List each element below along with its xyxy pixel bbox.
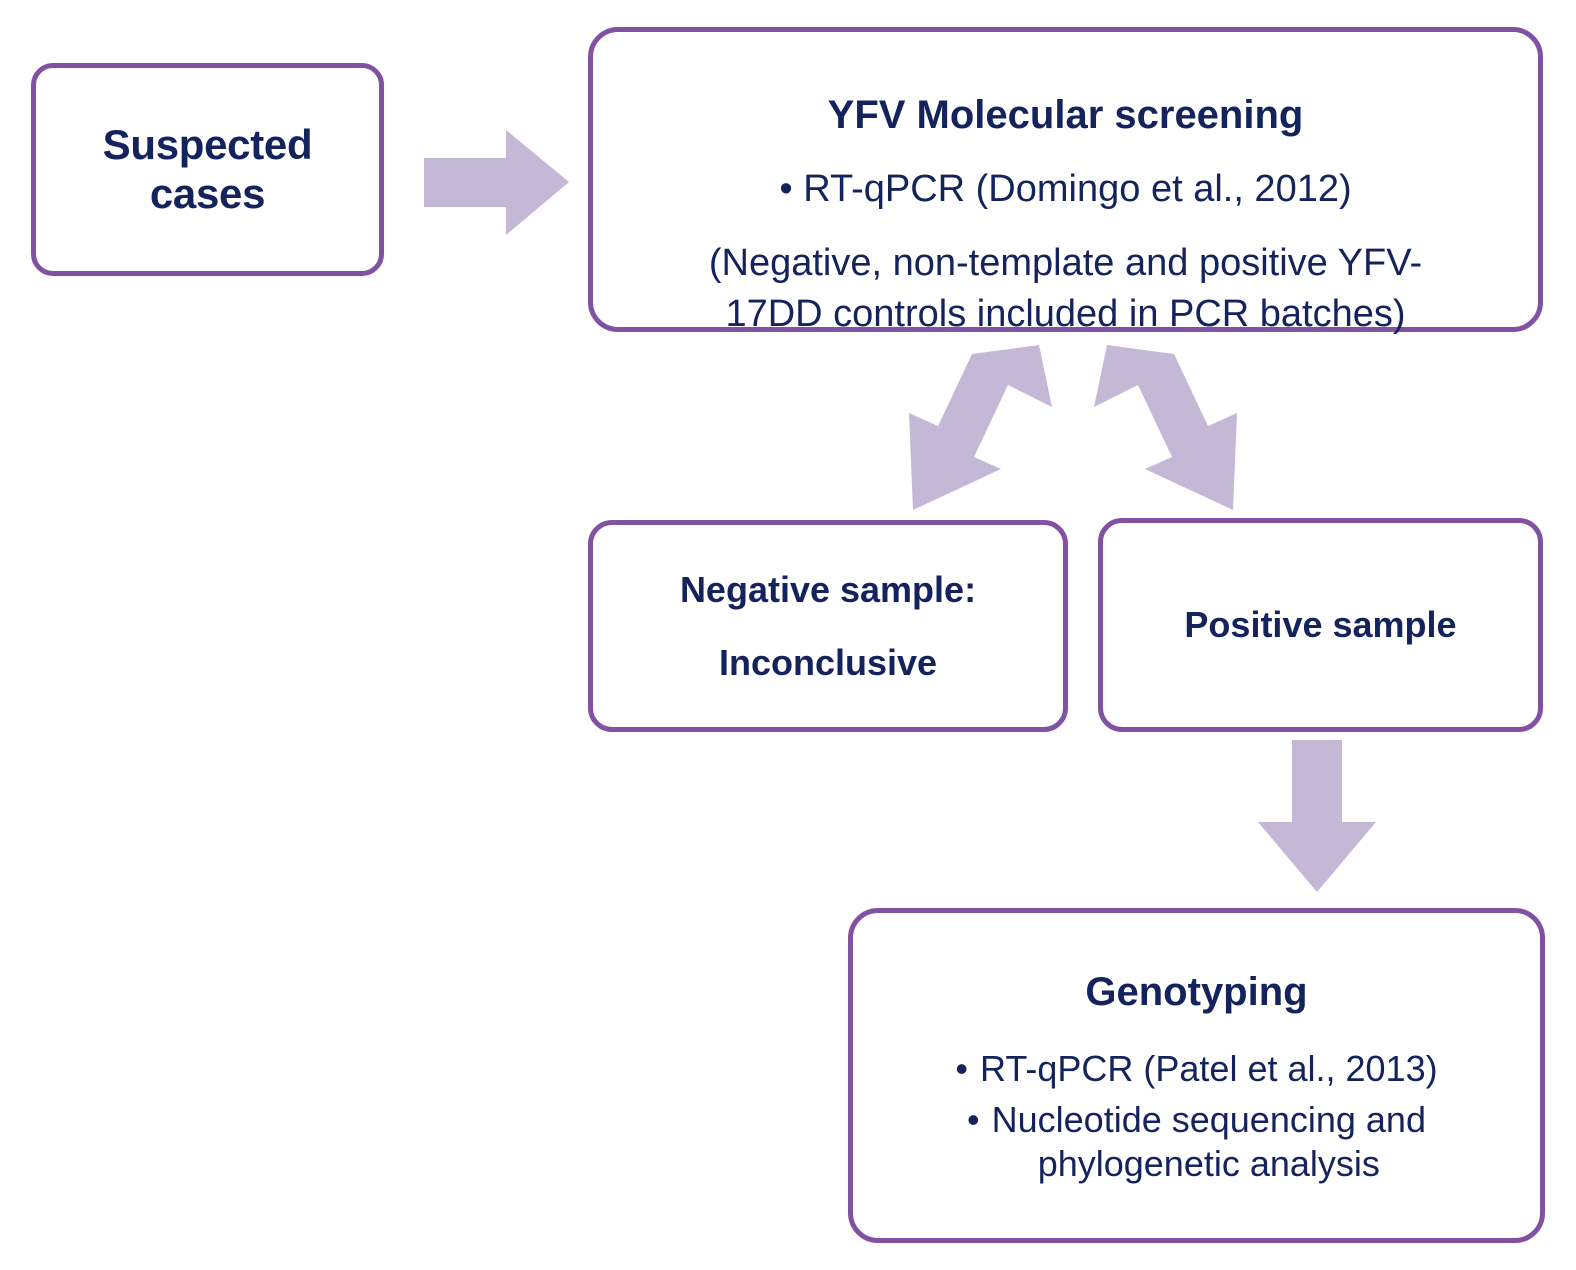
bullet-dot-icon: •: [955, 1048, 969, 1089]
genotyping-title: Genotyping: [1085, 970, 1308, 1014]
screening-controls-note: (Negative, non-template and positive YFV…: [709, 238, 1422, 338]
node-suspected-cases[interactable]: Suspected cases: [31, 63, 384, 276]
screening-controls-note-line-2: 17DD controls included in PCR batches): [725, 292, 1406, 335]
suspected-cases-line-1: Suspected: [102, 121, 313, 169]
node-negative-sample[interactable]: Negative sample: Inconclusive: [588, 520, 1068, 732]
genotyping-bullet-1-text: RT-qPCR (Patel et al., 2013): [980, 1048, 1438, 1089]
genotyping-bullet-2-line-1: Nucleotide sequencing and: [991, 1098, 1426, 1140]
genotyping-bullet-item-1: • RT-qPCR (Patel et al., 2013): [877, 1047, 1516, 1092]
suspected-cases-line-2: cases: [149, 169, 266, 217]
screening-bullet-1: • RT-qPCR (Domingo et al., 2012): [779, 168, 1352, 210]
screening-title: YFV Molecular screening: [827, 93, 1304, 137]
screening-controls-note-line-1: (Negative, non-template and positive YFV…: [708, 242, 1423, 285]
node-positive-sample[interactable]: Positive sample: [1098, 518, 1543, 732]
arrow-down-icon-positive-to-genotyping: [1258, 740, 1376, 892]
positive-sample-label: Positive sample: [1184, 604, 1457, 646]
genotyping-bullet-list: • RT-qPCR (Patel et al., 2013) • Nucleot…: [877, 1041, 1516, 1187]
genotyping-bullet-item-2: • Nucleotide sequencing and phylogenetic…: [877, 1098, 1516, 1187]
genotyping-bullet-2-line-2: phylogenetic analysis: [1037, 1143, 1380, 1185]
node-yfv-molecular-screening[interactable]: YFV Molecular screening • RT-qPCR (Domin…: [588, 27, 1543, 335]
negative-sample-line-2: Inconclusive: [718, 642, 938, 683]
negative-sample-line-1: Negative sample:: [679, 568, 977, 610]
node-genotyping[interactable]: Genotyping • RT-qPCR (Patel et al., 2013…: [848, 908, 1545, 1243]
bullet-dot-icon: •: [967, 1098, 980, 1140]
genotyping-bullet-2-text: Nucleotide sequencing and phylogenetic a…: [992, 1098, 1426, 1187]
arrow-down-right-icon-screening-to-positive: [1092, 345, 1242, 510]
arrow-right-icon-suspected-to-screening: [424, 130, 569, 235]
arrow-down-left-icon-screening-to-negative: [904, 345, 1054, 510]
